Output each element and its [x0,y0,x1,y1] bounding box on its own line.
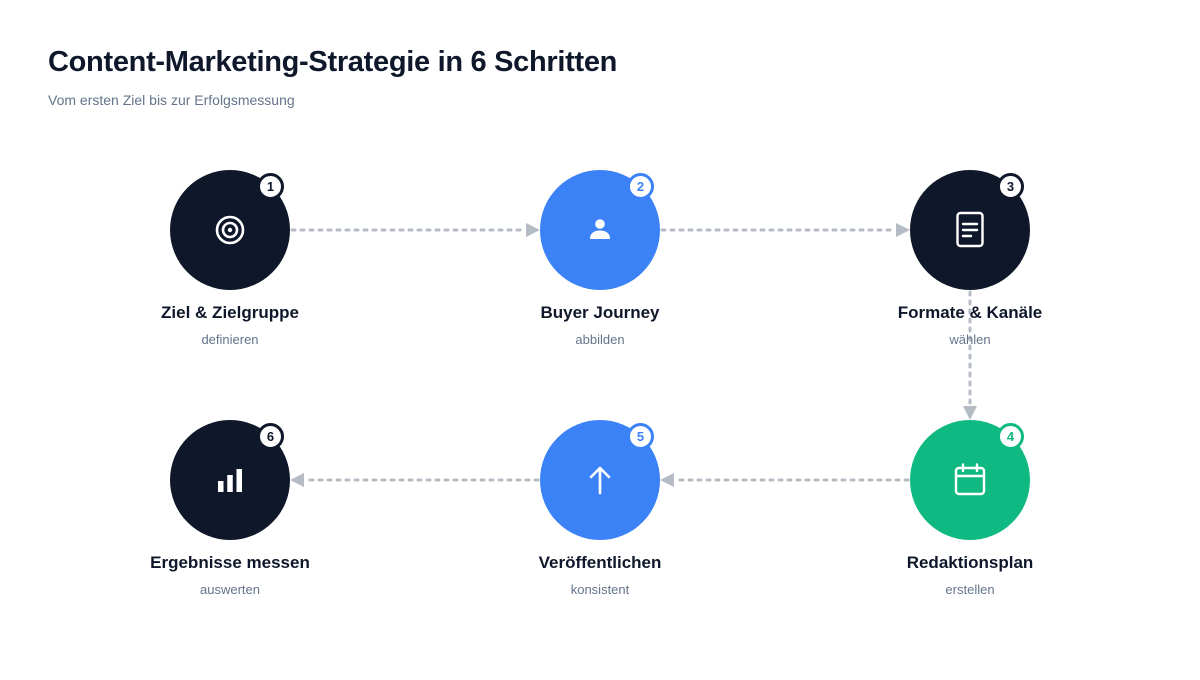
step-1-title: Ziel & Zielgruppe [161,303,299,322]
step-3-number-badge: 3 [997,173,1024,200]
arrowhead-3-4 [963,406,977,420]
step-1: 1 Ziel & Zielgruppe definieren [110,170,350,370]
arrow-up-icon [589,466,611,495]
step-3-subtitle: wählen [949,332,991,347]
step-5-number-badge: 5 [627,423,654,450]
step-2-subtitle: abbilden [575,332,625,347]
step-2-number-badge: 2 [627,173,654,200]
step-5: 5 Veröffentlichen konsistent [480,420,720,620]
step-4: 4 Redaktionsplan erstellen [850,420,1090,620]
page-title: Content-Marketing-Strategie in 6 Schritt… [48,46,618,78]
step-2-title: Buyer Journey [540,303,660,322]
step-6-subtitle: auswerten [200,582,260,597]
step-3-title: Formate & Kanäle [897,303,1043,322]
document-icon [956,211,984,248]
step-6-title: Ergebnisse messen [150,553,310,572]
arrowhead-1-2 [526,223,540,237]
step-2: 2 Buyer Journey abbilden [480,170,720,370]
arrowhead-2-3 [896,223,910,237]
step-6: 6 Ergebnisse messen auswerten [110,420,350,620]
step-3: 3 Formate & Kanäle wählen [850,170,1090,370]
user-icon [590,219,610,239]
step-4-title: Redaktionsplan [906,553,1034,572]
target-icon [215,215,245,245]
bar-chart-icon [218,469,242,492]
step-4-number-badge: 4 [997,423,1024,450]
arrowhead-4-5 [660,473,674,487]
step-6-number-badge: 6 [257,423,284,450]
step-1-subtitle: definieren [201,332,259,347]
step-4-subtitle: erstellen [945,582,995,597]
page-subtitle: Vom ersten Ziel bis zur Erfolgsmessung [48,92,295,108]
step-5-subtitle: konsistent [570,582,630,597]
step-5-title: Veröffentlichen [538,553,662,572]
step-1-number-badge: 1 [257,173,284,200]
calendar-icon [954,463,986,496]
arrowhead-5-6 [290,473,304,487]
